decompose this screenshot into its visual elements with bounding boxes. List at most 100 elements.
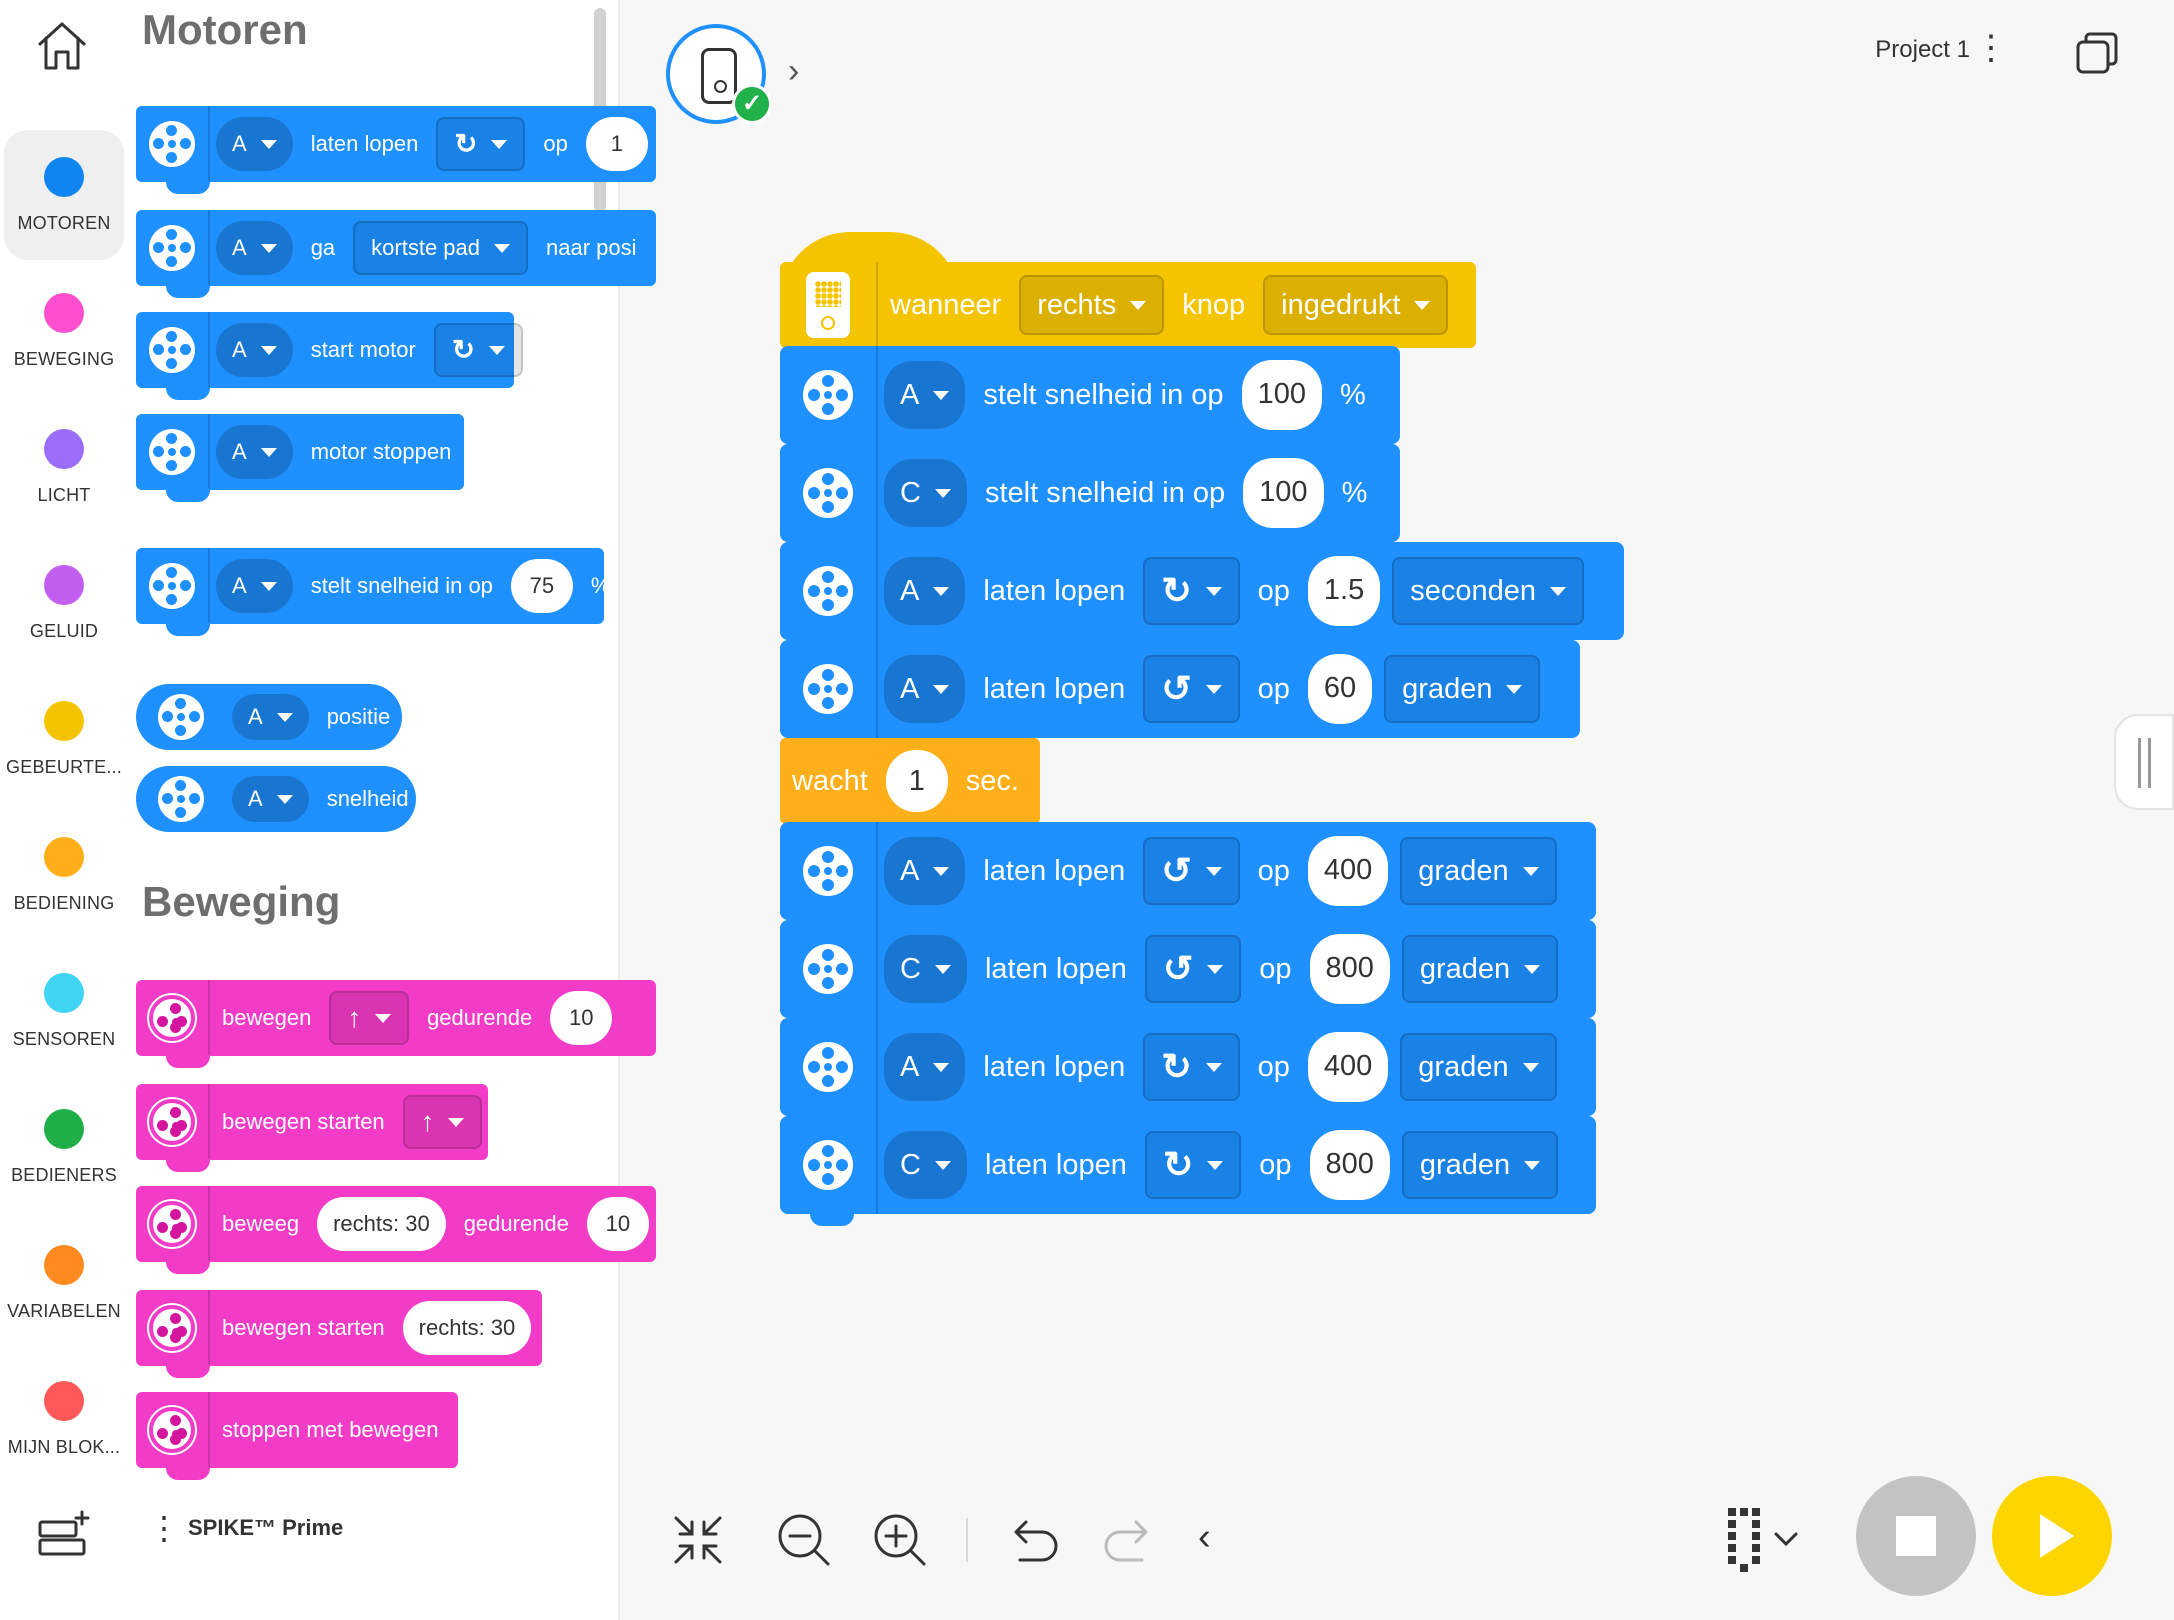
category-beweging[interactable]: BEWEGING <box>4 266 124 396</box>
script-block-run-motor[interactable]: C laten lopen ↺ op 800 graden <box>780 920 1596 1030</box>
palette-block-move-for[interactable]: bewegen ↑ gedurende 10 <box>136 980 656 1068</box>
grid-icon[interactable] <box>1726 1506 1802 1574</box>
port-dropdown[interactable]: A <box>884 836 966 906</box>
port-dropdown[interactable]: C <box>884 458 967 528</box>
direction-dropdown[interactable]: ↺ <box>1143 654 1240 724</box>
palette-block-set-speed[interactable]: A stelt snelheid in op 75 % <box>136 548 610 636</box>
palette-block-run-motor[interactable]: A laten lopen ↻ op 1 <box>136 106 656 194</box>
category-sensoren[interactable]: SENSOREN <box>4 946 124 1076</box>
hub-connection-button[interactable]: ✓ <box>666 24 772 124</box>
palette-block-stop-motor[interactable]: A motor stoppen <box>136 414 464 502</box>
category-motoren[interactable]: MOTOREN <box>4 130 124 260</box>
port-dropdown[interactable]: A <box>884 1032 966 1102</box>
stop-button[interactable] <box>1856 1476 1976 1596</box>
shrink-icon[interactable] <box>668 1510 728 1570</box>
category-gebeurte[interactable]: GEBEURTE... <box>4 674 124 804</box>
home-icon[interactable] <box>34 18 90 74</box>
script-block-run-motor[interactable]: A laten lopen ↺ op 400 graden <box>780 822 1596 932</box>
value-input[interactable]: 1.5 <box>1307 555 1381 627</box>
direction-dropdown[interactable]: ↑ <box>402 1095 483 1149</box>
script-block-run-motor[interactable]: A laten lopen ↻ op 400 graden <box>780 1018 1596 1128</box>
button-dropdown[interactable]: rechts <box>1019 274 1165 336</box>
category-variabelen[interactable]: VARIABELEN <box>4 1218 124 1348</box>
direction-dropdown[interactable]: ↺ <box>1144 934 1242 1004</box>
value-input[interactable]: 100 <box>1243 457 1324 529</box>
palette-reporter-position[interactable]: A positie <box>136 684 402 750</box>
port-dropdown[interactable]: C <box>884 934 967 1004</box>
palette-block-goto-position[interactable]: A ga kortste pad naar posi <box>136 210 656 298</box>
unit-dropdown[interactable]: graden <box>1401 1130 1559 1200</box>
palette-block-stop-moving[interactable]: stoppen met bewegen <box>136 1392 458 1480</box>
value-input[interactable]: 1 <box>585 116 648 172</box>
port-dropdown[interactable]: A <box>216 323 293 377</box>
zoom-out-icon[interactable] <box>774 1510 834 1570</box>
add-extension-icon[interactable] <box>36 1508 92 1564</box>
state-dropdown[interactable]: ingedrukt <box>1263 274 1449 336</box>
direction-dropdown[interactable]: ↑ <box>329 991 410 1045</box>
value-input[interactable]: 400 <box>1307 835 1389 907</box>
value-input[interactable]: 60 <box>1307 653 1373 725</box>
port-dropdown[interactable]: A <box>216 559 293 613</box>
palette-block-start-motor[interactable]: A start motor ↻ <box>136 312 523 400</box>
unit-dropdown[interactable]: graden <box>1400 836 1557 906</box>
windows-icon[interactable] <box>2074 30 2120 76</box>
side-panel-handle[interactable] <box>2114 714 2174 810</box>
project-name[interactable]: Project 1 <box>1875 36 1970 63</box>
value-input[interactable]: 10 <box>586 1196 649 1252</box>
chevron-left-icon[interactable]: ‹ <box>1198 1516 1211 1558</box>
steering-input[interactable]: rechts: 30 <box>402 1300 532 1356</box>
chevron-right-icon[interactable]: › <box>788 52 800 90</box>
unit-dropdown[interactable]: seconden <box>1392 556 1584 626</box>
category-bediening[interactable]: BEDIENING <box>4 810 124 940</box>
port-dropdown[interactable]: A <box>216 221 293 275</box>
category-mijn-blok[interactable]: MIJN BLOK... <box>4 1354 124 1484</box>
port-dropdown[interactable]: A <box>216 117 293 171</box>
value-input[interactable]: 800 <box>1309 933 1390 1005</box>
category-geluid[interactable]: GELUID <box>4 538 124 668</box>
direction-dropdown[interactable]: ↻ <box>433 323 523 377</box>
port-dropdown[interactable]: A <box>216 425 293 479</box>
value-input[interactable]: 100 <box>1241 359 1322 431</box>
direction-dropdown[interactable]: ↻ <box>436 117 526 171</box>
play-button[interactable] <box>1992 1476 2112 1596</box>
script-block-set-speed[interactable]: C stelt snelheid in op 100 % <box>780 444 1400 554</box>
value-input[interactable]: 1 <box>885 750 948 812</box>
value-input[interactable]: 75 <box>510 558 573 614</box>
value-input[interactable]: 800 <box>1309 1129 1390 1201</box>
value-input[interactable]: 400 <box>1307 1031 1389 1103</box>
script-block-run-motor[interactable]: A laten lopen ↺ op 60 graden <box>780 640 1580 750</box>
script-block-set-speed[interactable]: A stelt snelheid in op 100 % <box>780 346 1400 456</box>
unit-dropdown[interactable]: graden <box>1384 654 1541 724</box>
palette-block-steer-for[interactable]: beweeg rechts: 30 gedurende 10 <box>136 1186 656 1274</box>
direction-dropdown[interactable]: ↻ <box>1143 556 1240 626</box>
block-label-op: op <box>1257 1050 1290 1083</box>
port-dropdown[interactable]: A <box>232 775 309 823</box>
zoom-in-icon[interactable] <box>870 1510 930 1570</box>
category-bedieners[interactable]: BEDIENERS <box>4 1082 124 1212</box>
script-block-run-motor[interactable]: A laten lopen ↻ op 1.5 seconden <box>780 542 1624 652</box>
palette-block-steer-start[interactable]: bewegen starten rechts: 30 <box>136 1290 542 1378</box>
undo-icon[interactable] <box>1004 1510 1064 1570</box>
port-dropdown[interactable]: A <box>884 360 966 430</box>
port-dropdown[interactable]: A <box>232 693 309 741</box>
port-dropdown[interactable]: C <box>884 1130 967 1200</box>
path-dropdown[interactable]: kortste pad <box>353 221 529 275</box>
direction-dropdown[interactable]: ↺ <box>1143 836 1240 906</box>
redo-icon[interactable] <box>1098 1510 1158 1570</box>
direction-dropdown[interactable]: ↻ <box>1144 1130 1242 1200</box>
palette-reporter-speed[interactable]: A snelheid <box>136 766 416 832</box>
value-input[interactable]: 10 <box>550 990 613 1046</box>
unit-dropdown[interactable]: graden <box>1400 1032 1557 1102</box>
script-block-wait[interactable]: wacht 1 sec. <box>780 738 1040 836</box>
port-dropdown[interactable]: A <box>884 654 966 724</box>
category-licht[interactable]: LICHT <box>4 402 124 532</box>
port-dropdown[interactable]: A <box>884 556 966 626</box>
event-block-when-button[interactable]: wanneer rechts knop ingedrukt <box>780 262 1476 348</box>
project-menu-icon[interactable]: ⋮ <box>1974 29 2008 67</box>
script-block-run-motor[interactable]: C laten lopen ↻ op 800 graden <box>780 1116 1596 1226</box>
steering-input[interactable]: rechts: 30 <box>317 1196 446 1252</box>
more-options-icon[interactable]: ⋮ <box>148 1510 180 1546</box>
direction-dropdown[interactable]: ↻ <box>1143 1032 1240 1102</box>
palette-block-start-moving[interactable]: bewegen starten ↑ <box>136 1084 488 1172</box>
unit-dropdown[interactable]: graden <box>1401 934 1559 1004</box>
